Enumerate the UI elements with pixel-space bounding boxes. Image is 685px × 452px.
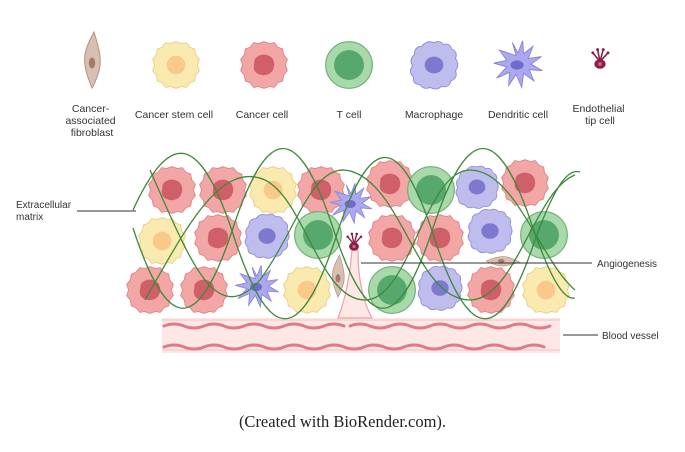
cancer-stem-cell <box>249 166 297 214</box>
t-cell <box>520 211 568 259</box>
blood-vessel-label: Blood vessel <box>602 331 659 342</box>
ecm-label: Extracellular matrix <box>16 200 74 223</box>
legend-item-csc: Cancer stem cell <box>135 41 213 121</box>
blood-vessel <box>162 318 560 353</box>
macrophage-icon <box>409 41 459 90</box>
legend-label-cc: Cancer cell <box>236 109 289 121</box>
macrophage <box>417 265 463 311</box>
legend-label-mac: Macrophage <box>405 109 464 121</box>
legend-item-cc: Cancer cell <box>236 41 289 121</box>
legend-item-dc: Dendritic cell <box>488 40 548 121</box>
macrophage <box>244 213 290 259</box>
legend-label-csc: Cancer stem cell <box>135 109 213 121</box>
legend-item-mac: Macrophage <box>405 41 464 121</box>
endothelial-tip-cell <box>345 231 363 252</box>
legend-label-dc: Dendritic cell <box>488 109 548 121</box>
figure-caption: (Created with BioRender.com). <box>238 412 447 431</box>
legend-label-etc: Endothelial tip cell <box>573 103 628 127</box>
legend-label-tc: T cell <box>337 109 362 121</box>
cancer-stem-cell <box>283 266 331 314</box>
cancer-stem-cell-icon <box>152 41 200 89</box>
macrophage <box>467 208 513 254</box>
cancer-cell <box>467 266 515 314</box>
t-cell-icon <box>325 41 373 89</box>
fibroblast-icon <box>84 31 101 89</box>
t-cell <box>294 211 342 259</box>
cancer-cell-icon <box>240 41 288 89</box>
legend-label-caf: Cancer- associated fibroblast <box>65 103 118 139</box>
cancer-stem-cell <box>522 266 570 314</box>
legend-item-tc: T cell <box>325 41 373 121</box>
endothelial-tip-cell-icon <box>590 47 611 70</box>
vessel-endothelium-bottom <box>162 343 546 351</box>
cancer-cell <box>148 166 196 214</box>
macrophage <box>455 165 499 209</box>
dendritic-cell-icon <box>493 40 543 88</box>
angiogenic-sprout <box>337 249 374 319</box>
angiogenesis-label: Angiogenesis <box>597 259 657 270</box>
extracellular-matrix-fibers <box>132 147 581 320</box>
legend: Cancer- associated fibroblast Cancer ste… <box>65 31 628 139</box>
vessel-endothelium-top <box>162 322 552 330</box>
legend-item-caf: Cancer- associated fibroblast <box>65 31 118 139</box>
cancer-cell <box>501 159 549 207</box>
tumor-tissue <box>77 147 598 353</box>
cancer-cell <box>297 166 345 214</box>
dendritic-cell <box>234 264 280 308</box>
cancer-cell <box>366 160 414 208</box>
cancer-cell <box>180 266 228 314</box>
legend-item-etc: Endothelial tip cell <box>573 47 628 127</box>
